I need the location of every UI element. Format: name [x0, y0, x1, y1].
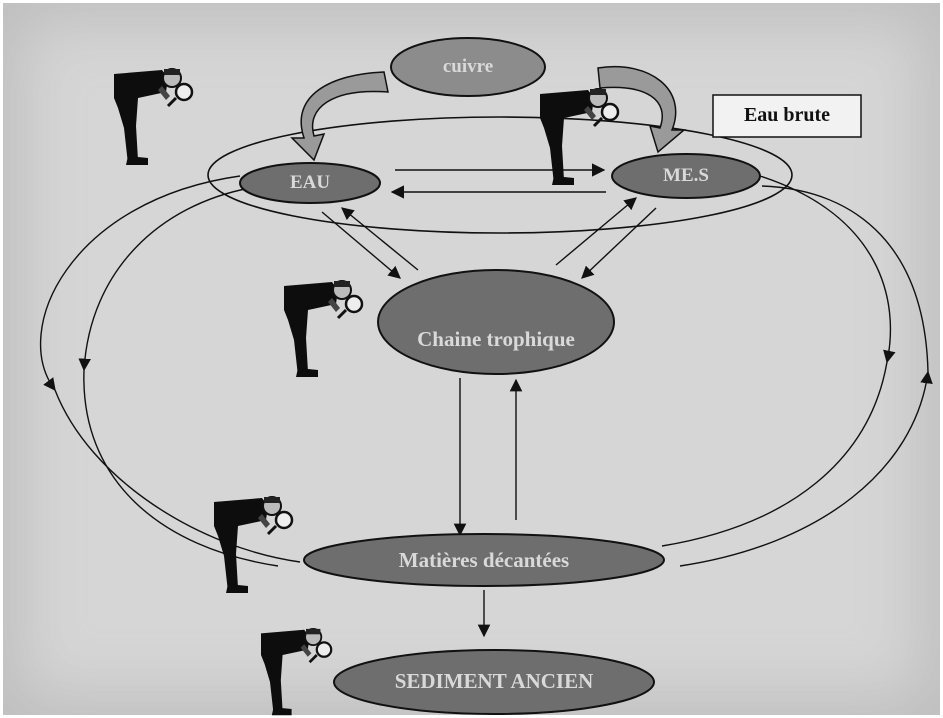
right-inner-arc: [759, 175, 896, 364]
right-outer-arc-upper: [761, 185, 929, 373]
left-outer-arc: [39, 175, 241, 392]
arrow-food-chain-to-water: [341, 207, 419, 271]
left-outer-arc-lower: [54, 389, 301, 563]
old-sediment-node: [333, 649, 655, 715]
arrow-suspended-to-food-chain: [581, 207, 657, 279]
copper-node: [390, 37, 546, 97]
left-inner-arc: [83, 369, 279, 567]
left-inner-arc-upper: [78, 187, 251, 372]
raw-water-box: [712, 94, 862, 138]
right-inner-arc-lower: [661, 361, 888, 547]
right-outer-arc: [679, 370, 933, 567]
suspended-matter-node: [611, 153, 761, 199]
curved-arrow-icon: [597, 66, 687, 154]
water-node: [239, 162, 381, 204]
person-with-magnifying-glass-icon: [112, 68, 194, 167]
person-with-magnifying-glass-icon: [259, 628, 333, 717]
curved-arrow-icon: [290, 71, 389, 162]
person-with-magnifying-glass-icon: [282, 280, 364, 379]
person-with-magnifying-glass-icon: [212, 496, 294, 595]
raw-water-compartment-ellipse: [207, 116, 793, 234]
arrow-food-chain-to-suspended: [555, 197, 637, 266]
settled-matter-node: [303, 533, 665, 587]
food-chain-node: [377, 269, 615, 375]
arrow-water-to-food-chain: [321, 211, 401, 279]
